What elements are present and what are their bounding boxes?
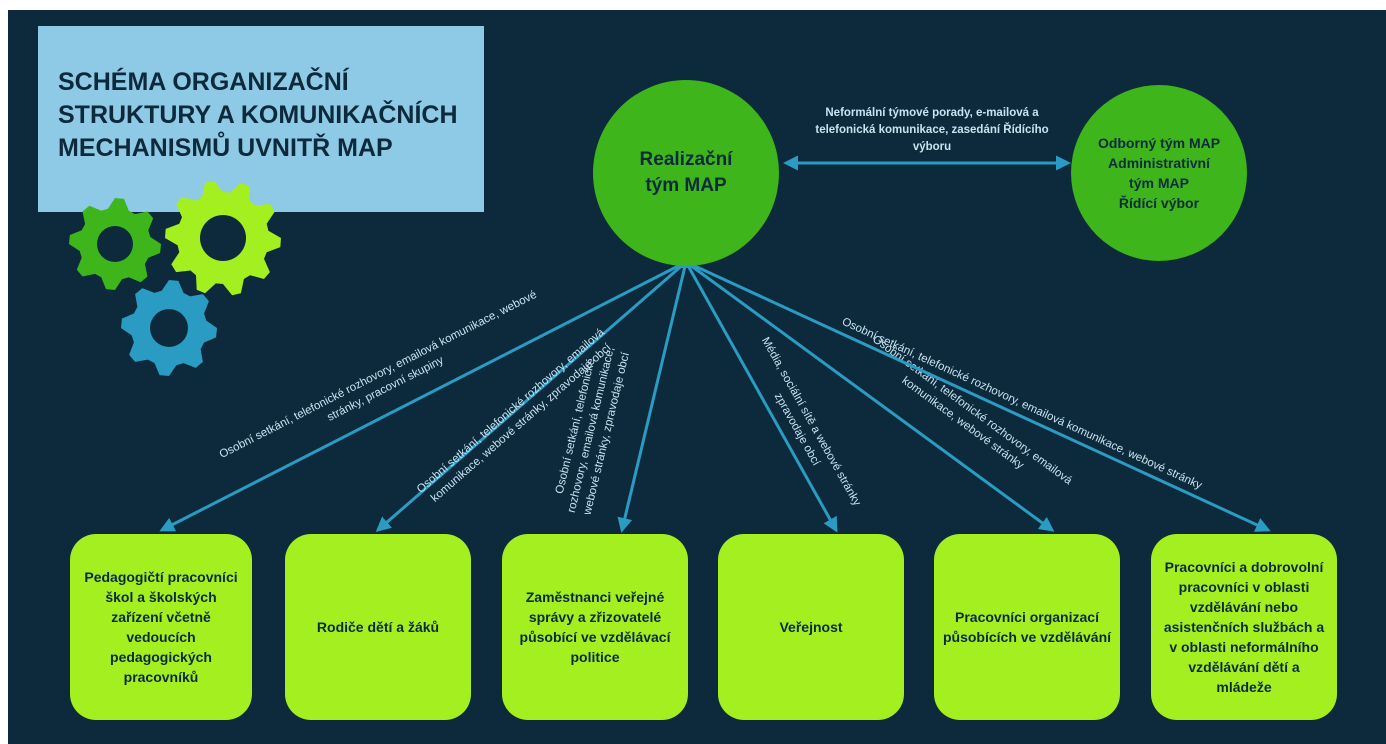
box-public-administration: Zaměstnanci veřejné správy a zřizovatelé… [502, 534, 688, 720]
box-education-organizations: Pracovníci organizací působících ve vzdě… [934, 534, 1120, 720]
link-arrow-3 [617, 261, 688, 533]
top-link-label: telefonická komunikace, zasedání Řídícíh… [815, 123, 1048, 136]
link-arrow-4 [684, 261, 838, 533]
gear-icon [121, 280, 217, 376]
top-link-label: Neformální týmové porady, e-mailová a [825, 107, 1039, 119]
diagram-canvas: SCHÉMA ORGANIZAČNÍ STRUKTURY A KOMUNIKAČ… [8, 10, 1386, 744]
gear-icon [165, 182, 281, 296]
link-label-4: Média, sociální sítě a webové stránkyzpr… [759, 335, 863, 508]
box-parents: Rodiče dětí a žáků [285, 534, 471, 720]
box-public: Veřejnost [718, 534, 904, 720]
link-arrow-1 [159, 260, 687, 532]
link-arrow-5 [685, 260, 1055, 532]
arrows-layer: Neformální týmové porady, e-mailová a tel… [159, 107, 1271, 533]
link-arrow-6 [685, 260, 1271, 532]
gear-icon [69, 198, 161, 290]
page-title: SCHÉMA ORGANIZAČNÍ STRUKTURY A KOMUNIKAČ… [58, 68, 458, 162]
title-box: SCHÉMA ORGANIZAČNÍ STRUKTURY A KOMUNIKAČ… [38, 26, 484, 212]
link-arrow-2 [375, 260, 687, 532]
gears-illustration [69, 182, 281, 376]
box-teachers: Pedagogičtí pracovníci škol a školských … [70, 534, 252, 720]
top-link-label: výboru [913, 141, 951, 153]
right-node: Odborný tým MAP Administrativní tým MAP … [1071, 85, 1247, 261]
box-volunteers: Pracovníci a dobrovolní pracovníci v obl… [1151, 534, 1337, 720]
center-node: Realizační tým MAP [593, 80, 779, 266]
